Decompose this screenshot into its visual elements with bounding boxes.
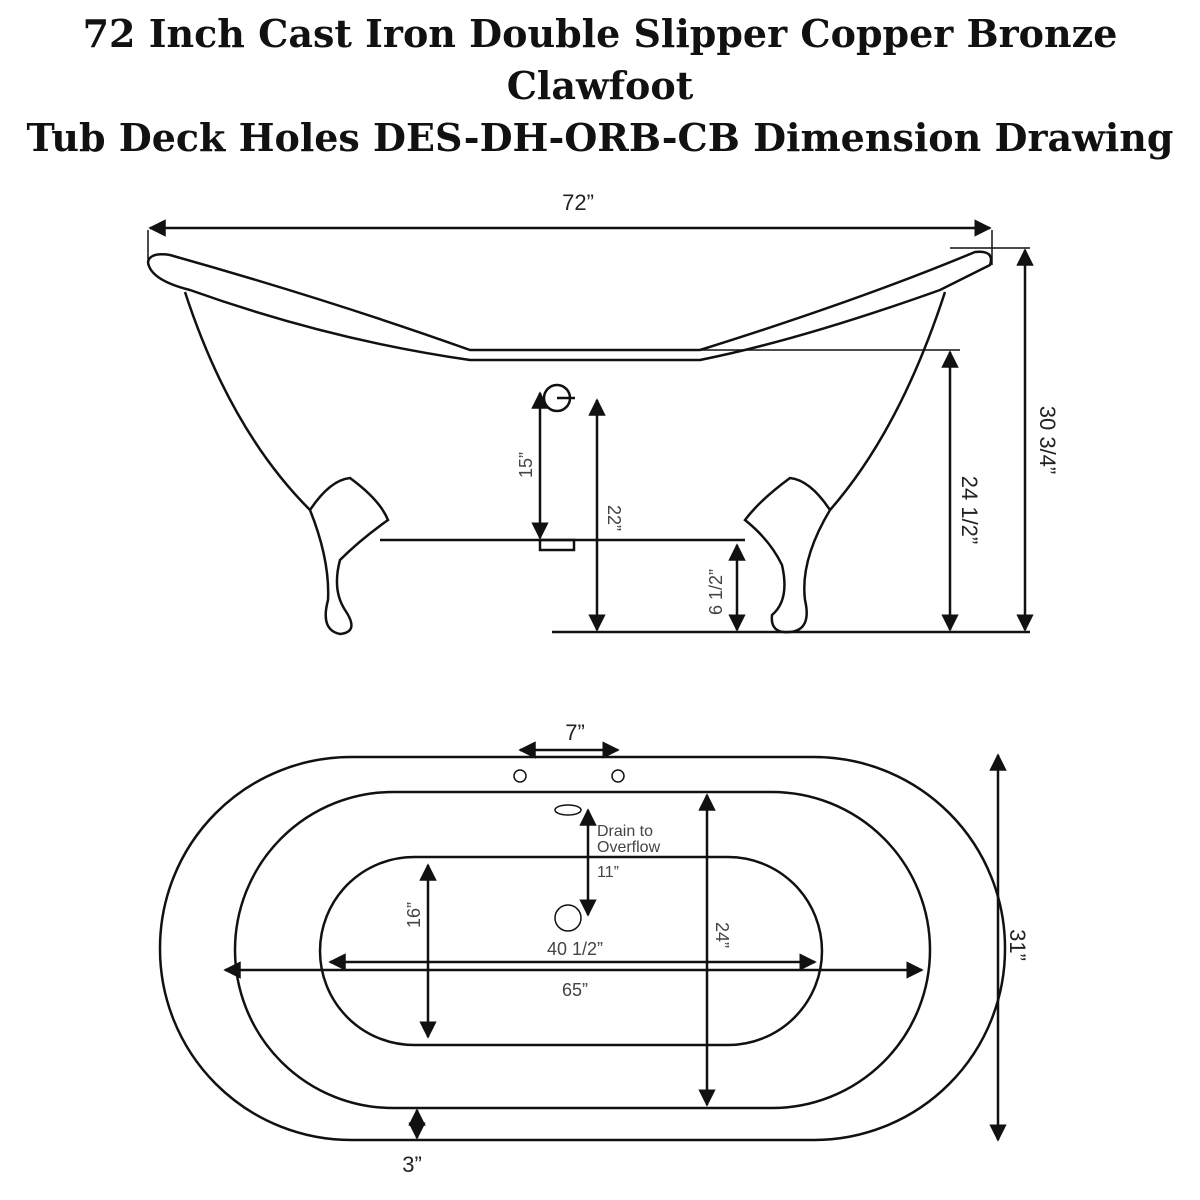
total-height-label: 30 3/4”	[1035, 406, 1060, 475]
drain-label-line-2: Overflow	[597, 839, 661, 856]
drain-hole	[554, 904, 582, 932]
overflow-from-floor-label: 22”	[604, 505, 624, 531]
tub-body-right	[829, 291, 947, 511]
overflow-height-label: 15”	[516, 452, 536, 478]
tub-bottom-floor	[318, 855, 824, 1047]
drain-label-line-1: Drain to	[597, 823, 653, 840]
rim-width-label: 3”	[402, 1152, 422, 1177]
page-title: 72 Inch Cast Iron Double Slipper Copper …	[0, 0, 1200, 164]
rim-height-label: 24 1/2”	[957, 476, 982, 545]
bottom-width-label: 16”	[404, 902, 424, 928]
title-line-1: 72 Inch Cast Iron Double Slipper Copper …	[82, 11, 1118, 108]
faucet-hole-right	[611, 769, 625, 783]
interior-basin	[233, 790, 932, 1110]
tub-rim	[146, 250, 993, 362]
length-label: 72”	[562, 190, 594, 215]
faucet-spacing-label: 7”	[565, 720, 585, 745]
right-claw-foot	[743, 476, 832, 634]
tub-body-left	[183, 291, 311, 511]
left-claw-foot	[308, 476, 390, 636]
faucet-hole-left	[513, 769, 527, 783]
interior-width-label: 24”	[712, 922, 732, 948]
top-view: 7” Drain to Overflow 11” 40 1/2” 65” 16”…	[158, 720, 1030, 1177]
overall-width-label: 31”	[1005, 929, 1030, 961]
drain-distance-label: 11”	[597, 864, 619, 881]
bottom-length-label: 40 1/2”	[547, 939, 603, 959]
interior-length-label: 65”	[562, 980, 588, 1000]
leg-clearance-label: 6 1/2”	[706, 569, 726, 615]
side-view: 72” 30 3/4” 24 1/2” 15” 22” 6 1/2”	[146, 190, 1060, 636]
overflow-hole	[554, 804, 582, 816]
drain-stub	[538, 538, 576, 552]
title-line-2: Tub Deck Holes DES-DH-ORB-CB Dimension D…	[26, 115, 1174, 160]
